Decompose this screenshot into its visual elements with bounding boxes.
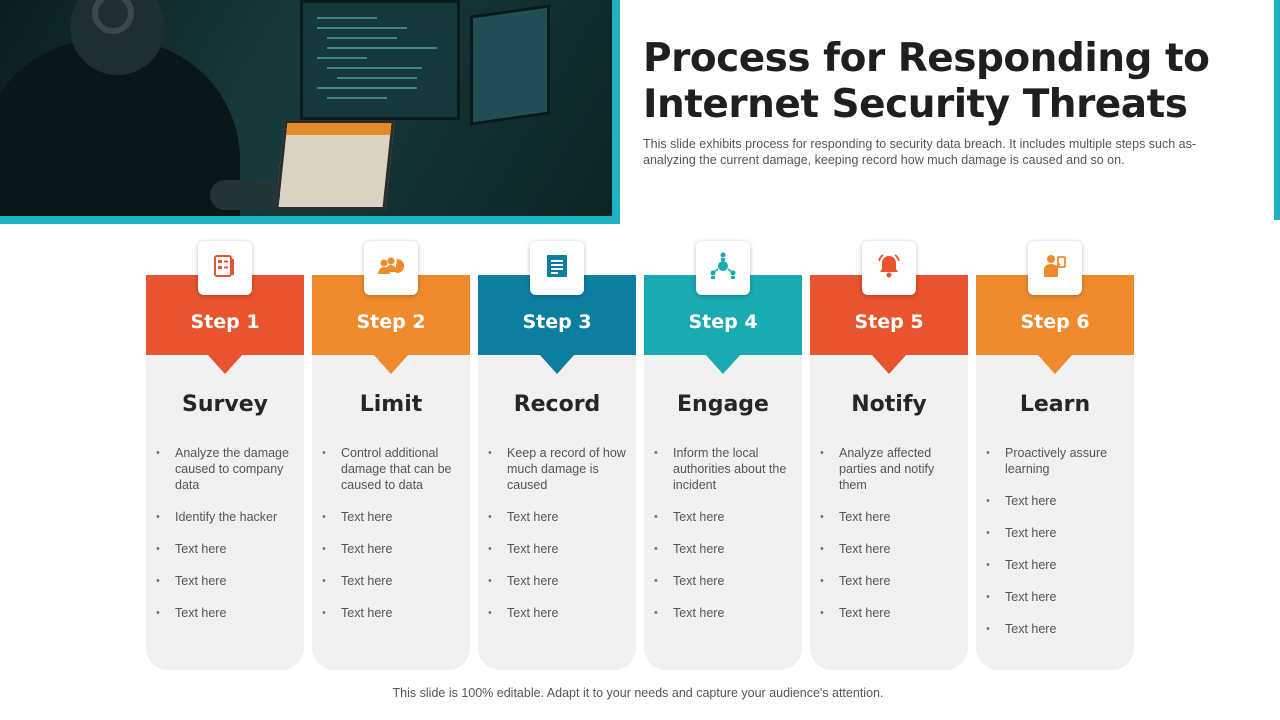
step-bullet: Text here [654,573,796,589]
step-bullet: Text here [322,605,464,621]
step-bullet: Proactively assure learning [986,445,1128,477]
step-bullet: Text here [820,509,962,525]
step-bullet: Keep a record of how much damage is caus… [488,445,630,493]
step-bullet-list: Control additional damage that can be ca… [322,445,464,637]
step-bullet: Text here [986,589,1128,605]
step-pointer [705,354,741,374]
step-card-1: Step 1 SurveyAnalyze the damage caused to… [146,240,304,670]
step-bullet: Text here [986,557,1128,573]
accent-bar [1274,0,1280,220]
step-icon-box [530,241,584,295]
step-name: Limit [359,392,423,417]
step-card-2: Step 2 LimitControl additional damage tha… [312,240,470,670]
step-bullet: Text here [156,541,298,557]
step-name: Learn [1019,392,1091,417]
document-icon [545,253,569,284]
step-bullet: Inform the local authorities about the i… [654,445,796,493]
step-icon-box [364,241,418,295]
step-bullet: Text here [654,509,796,525]
step-bullet: Text here [820,541,962,557]
bell-icon [876,253,902,284]
monitor-map-screen [470,4,550,126]
step-icon-box [198,241,252,295]
step-bullet: Text here [156,573,298,589]
step-bullet: Text here [986,493,1128,509]
step-bullet-list: Proactively assure learningText hereText… [986,445,1128,653]
network-people-icon [708,251,738,286]
laptop [275,120,395,210]
step-bullet: Text here [820,605,962,621]
hero-photo [0,0,620,224]
step-label: Step 6 [1020,311,1090,333]
team-chart-icon [377,253,405,284]
step-icon-box [1028,241,1082,295]
step-icon-box [696,241,750,295]
step-label: Step 4 [688,311,758,333]
step-name: Record [513,392,601,417]
step-bullet: Text here [322,541,464,557]
step-header: Step 6 [976,275,1134,355]
step-pointer [539,354,575,374]
page-subtitle: This slide exhibits process for respondi… [643,137,1197,167]
page-title: Process for Responding to Internet Secur… [643,36,1210,127]
step-bullet: Text here [488,573,630,589]
step-label: Step 3 [522,311,592,333]
step-bullet-list: Analyze the damage caused to company dat… [156,445,298,637]
step-name: Notify [851,392,927,417]
step-label: Step 2 [356,311,426,333]
step-bullet: Analyze the damage caused to company dat… [156,445,298,493]
step-bullet: Text here [820,573,962,589]
step-label: Step 1 [190,311,260,333]
step-bullet: Analyze affected parties and notify them [820,445,962,493]
step-bullet: Text here [488,605,630,621]
step-pointer [1037,354,1073,374]
step-bullet: Control additional damage that can be ca… [322,445,464,493]
step-bullet: Text here [986,621,1128,637]
step-bullet: Text here [488,509,630,525]
step-bullet-list: Inform the local authorities about the i… [654,445,796,637]
step-bullet-list: Analyze affected parties and notify them… [820,445,962,637]
step-bullet-list: Keep a record of how much damage is caus… [488,445,630,637]
footer-note: This slide is 100% editable. Adapt it to… [392,686,884,700]
step-pointer [207,354,243,374]
step-card-4: Step 4 EngageInform the local authorities… [644,240,802,670]
step-icon-box [862,241,916,295]
step-card-5: Step 5 NotifyAnalyze affected parties and… [810,240,968,670]
person-learning-icon [1042,253,1068,284]
step-bullet: Text here [488,541,630,557]
step-bullet: Text here [654,541,796,557]
step-bullet: Text here [322,509,464,525]
monitor-code-screen [300,0,460,120]
step-pointer [373,354,409,374]
headphones-icon [92,0,134,34]
step-card-3: Step 3 RecordKeep a record of how much da… [478,240,636,670]
step-card-6: Step 6 LearnProactively assure learningTe… [976,240,1134,670]
step-bullet: Identify the hacker [156,509,298,525]
step-bullet: Text here [322,573,464,589]
step-bullet: Text here [156,605,298,621]
step-bullet: Text here [654,605,796,621]
step-label: Step 5 [854,311,924,333]
step-name: Engage [677,392,769,417]
step-name: Survey [182,392,268,417]
survey-checklist-icon [212,253,238,284]
step-pointer [871,354,907,374]
step-bullet: Text here [986,525,1128,541]
